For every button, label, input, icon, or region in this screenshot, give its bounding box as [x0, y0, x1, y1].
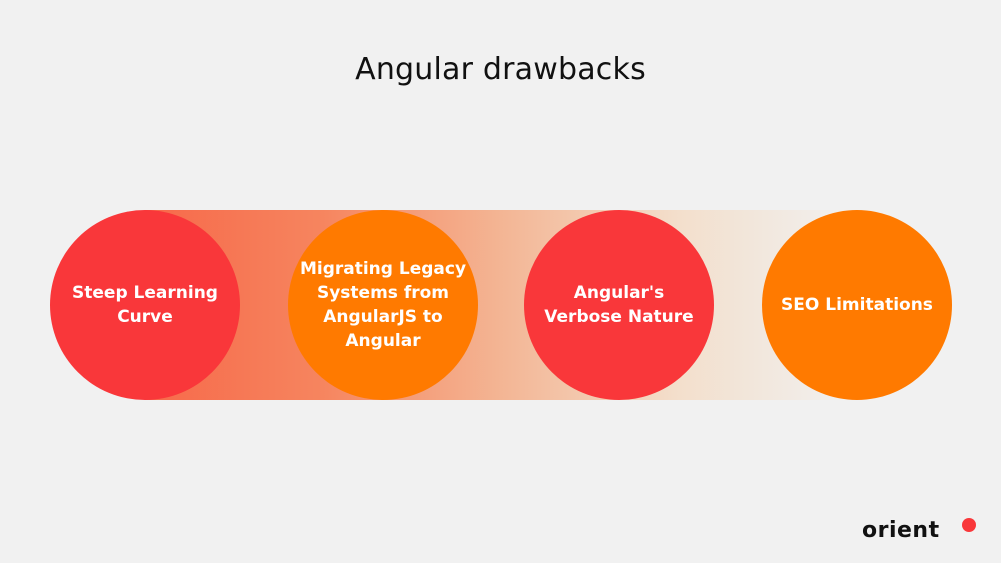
logo-dot-icon: [962, 518, 976, 532]
drawback-circle-migrating-legacy-systems: Migrating Legacy Systems from AngularJS …: [288, 210, 478, 400]
drawback-label: Migrating Legacy Systems from AngularJS …: [299, 259, 467, 351]
connector-gradient-band: [145, 210, 857, 400]
diagram-title: Angular drawbacks: [355, 52, 646, 87]
drawback-circle-verbose-nature: Angular's Verbose Nature: [524, 210, 714, 400]
drawback-circle-seo-limitations: SEO Limitations: [762, 210, 952, 400]
drawback-label: SEO Limitations: [781, 295, 933, 315]
drawback-label: Steep Learning Curve: [72, 283, 218, 327]
drawback-circle-steep-learning-curve: Steep Learning Curve: [50, 210, 240, 400]
orient-logo: orient: [862, 518, 940, 543]
drawback-label: Angular's Verbose Nature: [544, 283, 694, 327]
